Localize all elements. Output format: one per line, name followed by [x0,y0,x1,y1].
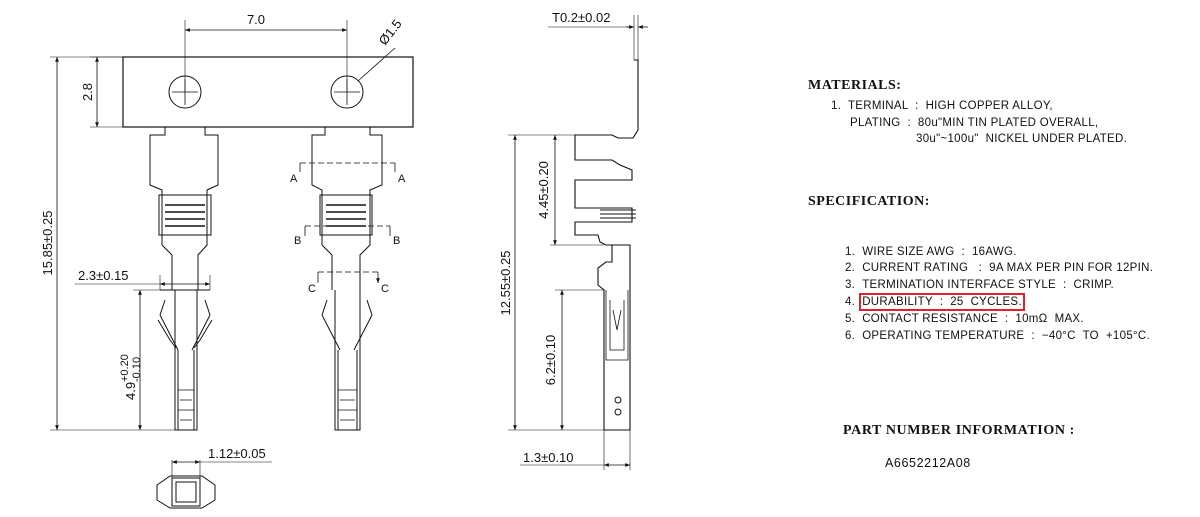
dim-overall-length: 15.85±0.25 [40,211,55,276]
part-number-heading: PART NUMBER INFORMATION : [843,423,1075,438]
section-label-c-left: C [308,283,316,295]
spec-item-3: 3. TERMINATION INTERFACE STYLE : CRIMP. [844,279,1115,291]
dim-carrier-height: 2.8 [80,83,95,101]
materials-line-3: 30u"~100u" NICKEL UNDER PLATED. [916,133,1128,145]
dim-side-width: 1.3±0.10 [523,450,574,465]
materials-line-1: 1. TERMINAL : HIGH COPPER ALLOY, [831,100,1053,112]
materials-line-2: PLATING : 80u"MIN TIN PLATED OVERALL, [850,117,1099,129]
section-label-a-left: A [290,173,298,185]
section-label-b-right: B [393,235,400,247]
side-view [508,15,648,470]
dim-contact-length: 4.9 [123,382,138,400]
front-view [50,20,414,509]
dim-side-len3: 6.2±0.10 [543,335,558,386]
spec-item-2: 2. CURRENT RATING : 9A MAX PER PIN FOR 1… [844,262,1154,274]
section-label-c-right: C [381,283,389,295]
dim-bottom-width: 1.12±0.05 [208,446,266,461]
terminal-left [149,127,219,431]
dim-thickness: T0.2±0.02 [552,10,610,25]
spec-item-1: 1. WIRE SIZE AWG : 16AWG. [844,246,1017,258]
dim-contact-tol-plus: +0.20 [119,354,131,382]
spec-item-4: 4. DURABILITY : 25 CYCLES. [844,293,1025,311]
dim-side-len2: 12.55±0.25 [498,251,513,316]
carrier-strip [122,56,414,128]
dim-crimp-width: 2.3±0.15 [78,268,129,283]
spec-item-5: 5. CONTACT RESISTANCE : 10mΩ MAX. [844,313,1084,325]
durability-highlight: DURABILITY : 25 CYCLES. [859,293,1025,311]
materials-heading: MATERIALS: [808,78,902,93]
section-label-a-right: A [398,173,406,185]
section-label-b-left: B [294,235,301,247]
dim-front-width: 7.0 [247,12,265,27]
dim-hole-dia: Ø1.5 [376,16,405,47]
specification-heading: SPECIFICATION: [808,194,930,209]
side-profile [574,59,639,431]
dim-contact-tol-minus: -0.10 [131,357,143,382]
terminal-right [299,127,396,431]
spec-item-6: 6. OPERATING TEMPERATURE : −40°C TO +105… [844,330,1151,342]
dim-side-len1: 4.45±0.20 [536,161,551,219]
end-view [156,460,272,509]
part-number-value: A6652212A08 [885,456,971,470]
